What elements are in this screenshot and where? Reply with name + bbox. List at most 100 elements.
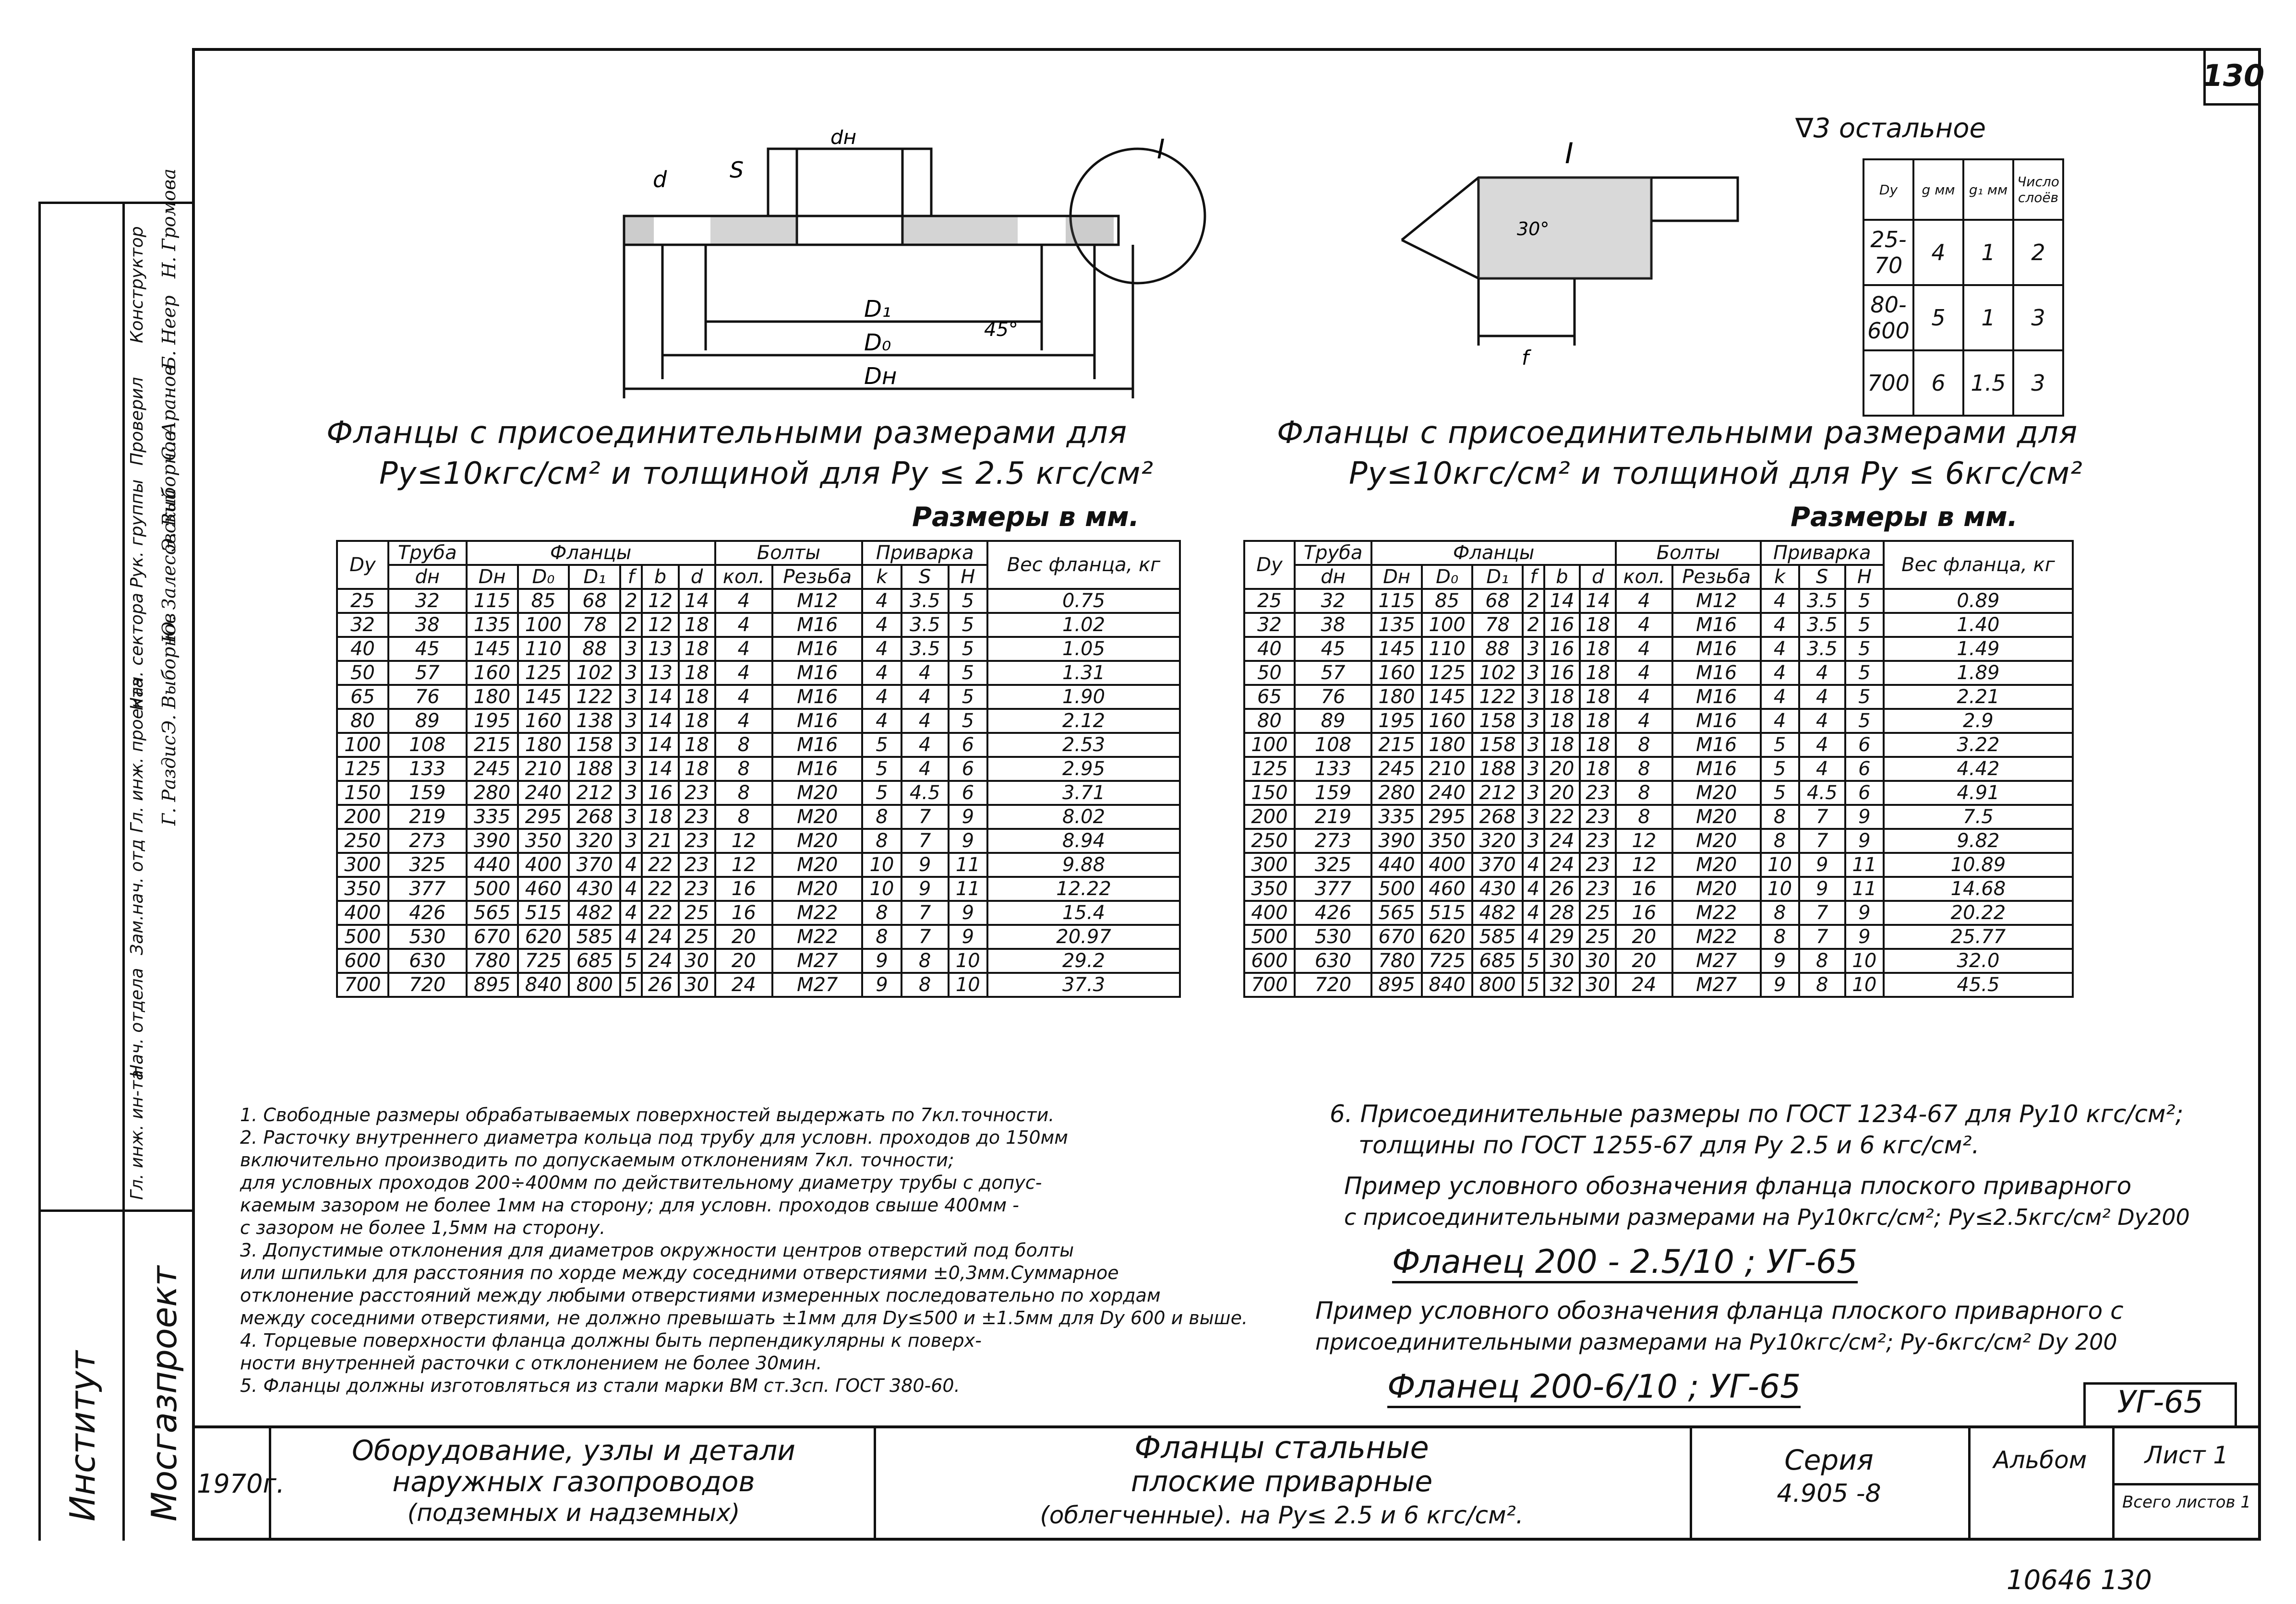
table-cell: 6 (1844, 732, 1885, 758)
table-cell: 500 (465, 876, 519, 902)
table-cell: 20 (714, 924, 774, 950)
table-cell: 26 (1543, 876, 1581, 902)
table-cell: 23 (1579, 828, 1617, 854)
table-cell: 210 (1421, 756, 1474, 782)
table-cell: 6 (1844, 780, 1885, 806)
table-cell: 212 (568, 780, 622, 806)
table-cell: 0.89 (1882, 588, 2074, 614)
table-cell: 18 (641, 804, 680, 830)
table-cell: 18 (677, 684, 716, 710)
table-cell: 10 (1759, 852, 1800, 878)
table-cell: 14 (641, 708, 680, 734)
label-angle30: 30° (1517, 218, 1549, 239)
header-weld: Приварка (861, 540, 989, 566)
table-cell: 377 (387, 876, 468, 902)
label-d: d (653, 167, 667, 192)
table-cell: 30 (677, 972, 716, 998)
table-cell: 8 (900, 948, 950, 974)
table-cell: 5 (1844, 636, 1885, 662)
table-cell: 11 (1844, 876, 1885, 902)
table-cell: 145 (465, 636, 519, 662)
table-cell: 23 (677, 804, 716, 830)
table-cell: 78 (1471, 612, 1524, 638)
table-cell: 9 (947, 924, 989, 950)
table-cell: 23 (1579, 876, 1617, 902)
side-role-label: Зам.нач. отд (127, 839, 147, 955)
left-flange-table: Dу Труба Фланцы Болты Приварка Вес фланц… (336, 540, 1181, 998)
code-box: УГ-65 (2083, 1382, 2237, 1425)
table-cell: 3.71 (986, 780, 1181, 806)
table-cell: 325 (1294, 852, 1373, 878)
table-cell: 100 (336, 732, 389, 758)
table-cell: 88 (568, 636, 622, 662)
table-cell: 8 (1798, 972, 1846, 998)
table-cell: 32 (1294, 588, 1373, 614)
table-cell: 15.4 (986, 900, 1181, 926)
table-cell: 7 (1798, 804, 1846, 830)
side-role-label: Рук. группы (127, 479, 147, 588)
table-cell: 4 (1759, 636, 1800, 662)
header-pipe: Труба (387, 540, 468, 566)
table-cell: 160 (517, 708, 570, 734)
table-cell: 102 (1471, 660, 1524, 686)
table-cell: 20 (714, 948, 774, 974)
table-cell: 215 (1370, 732, 1423, 758)
table-cell: 188 (568, 756, 622, 782)
table-cell: 215 (465, 732, 519, 758)
table-cell: 25 (1579, 924, 1617, 950)
table-cell: 37.3 (986, 972, 1181, 998)
header-flanges: Фланцы (465, 540, 716, 566)
table-cell: 390 (1370, 828, 1423, 854)
table-cell: 22 (1543, 804, 1581, 830)
table-cell: 23 (677, 828, 716, 854)
table-cell: 20.97 (986, 924, 1181, 950)
table-cell: 273 (1294, 828, 1373, 854)
table-cell: 320 (1471, 828, 1524, 854)
note-line: или шпильки для расстояния по хорде межд… (240, 1262, 1119, 1283)
table-cell: 150 (1243, 780, 1296, 806)
table-cell: 4 (861, 636, 902, 662)
table-cell: 160 (465, 660, 519, 686)
table-cell: 6 (947, 780, 989, 806)
table-cell: 5 (947, 612, 989, 638)
table-cell: 158 (568, 732, 622, 758)
note6-line1: 6. Присоединительные размеры по ГОСТ 123… (1330, 1100, 2184, 1128)
header-cell: g мм (1912, 158, 1964, 221)
table-cell: 895 (1370, 972, 1423, 998)
table-cell: 6 (1844, 756, 1885, 782)
table-cell: 115 (1370, 588, 1423, 614)
table-cell: 9 (1759, 972, 1800, 998)
table-cell: 780 (465, 948, 519, 974)
stamp-title-line3: (облегченные). на Pу≤ 2.5 и 6 кгс/см². (1040, 1501, 1524, 1529)
table-cell: 10 (947, 948, 989, 974)
right-flange-table: Dу Труба Фланцы Болты Приварка Вес фланц… (1243, 540, 2074, 998)
table-cell: 3 (1522, 828, 1545, 854)
table-cell: 108 (387, 732, 468, 758)
table-cell: M12 (771, 588, 864, 614)
table-cell: 630 (387, 948, 468, 974)
title-stamp (192, 1425, 2261, 1541)
table-cell: 23 (1579, 804, 1617, 830)
table-cell: 14 (641, 756, 680, 782)
right-caption-line1: Фланцы с присоединительными размерами дл… (1277, 415, 2078, 451)
table-cell: 9 (947, 900, 989, 926)
header-cell: g₁ мм (1962, 158, 2014, 221)
table-cell: 1.49 (1882, 636, 2074, 662)
table-cell: M16 (771, 732, 864, 758)
table-cell: 3 (619, 684, 643, 710)
table-cell: 20 (1615, 948, 1673, 974)
side-role-label: Конструктор (127, 226, 147, 343)
table-cell: 30 (677, 948, 716, 974)
table-cell: 530 (1294, 924, 1373, 950)
table-cell: 8 (1615, 732, 1673, 758)
